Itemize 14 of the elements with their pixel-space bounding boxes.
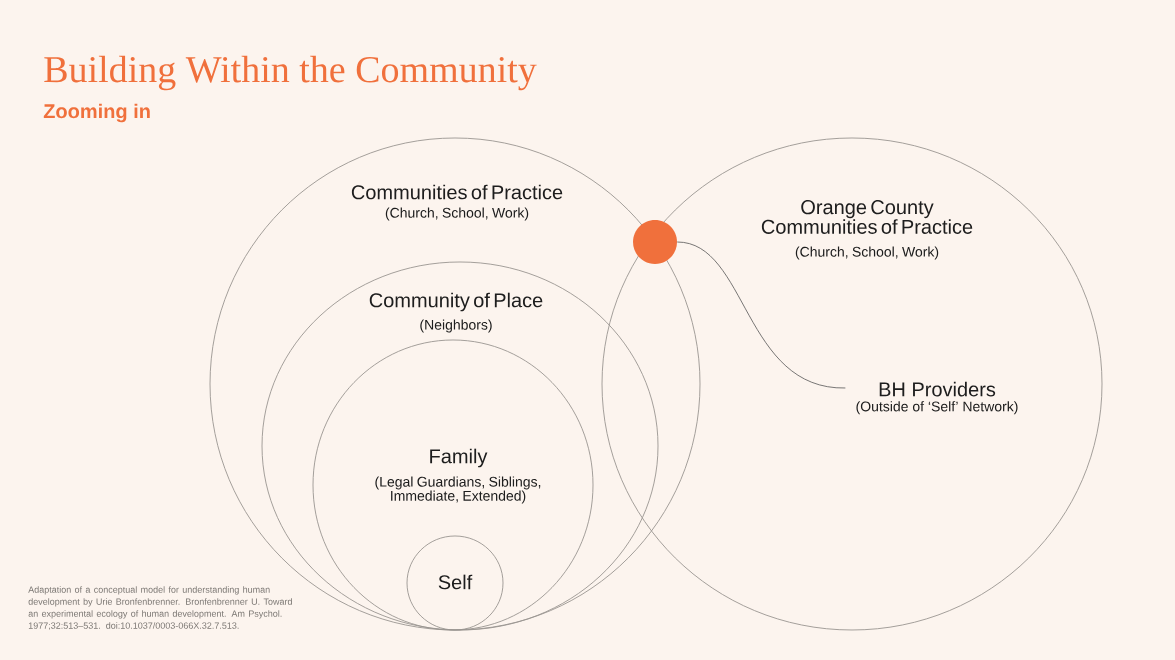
text-label: BH Providers (Outside of ‘Self’ Network)	[856, 381, 1018, 415]
title: Building Within the Community	[44, 55, 537, 91]
circle-heading: Family	[430, 448, 488, 468]
circle-heading: Self	[438, 574, 473, 590]
circle-heading: Community of Place	[369, 292, 543, 312]
circle-heading: Communities of Practice	[351, 184, 563, 200]
circle-subtitle: (Neighbors)	[420, 319, 492, 333]
connector-line	[676, 241, 846, 389]
subtitle: Zooming in	[43, 103, 150, 123]
circle-subtitle: (Church, School, Work)	[795, 246, 939, 260]
circle-subtitle: (Church, School, Work)	[385, 207, 529, 221]
circle-subtitle: (Legal Guardians, Siblings, Immediate, Extended)	[375, 476, 541, 504]
circle-heading: Orange County Communities of Practice	[761, 200, 973, 234]
footnote: Adaptation of a conceptual model for understanding human development by Urie Bronfenbrenner. Bronfenbrenner U. Toward an experimental ecology of human development. Am Psychol. 1977;32:513–531. doi:10.1037/0003-066X.32.7.513.	[28, 586, 292, 630]
